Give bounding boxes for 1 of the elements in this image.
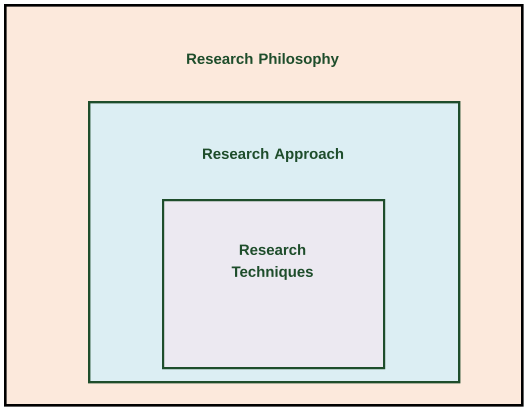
nested-box: Research Techniques [162,199,386,370]
